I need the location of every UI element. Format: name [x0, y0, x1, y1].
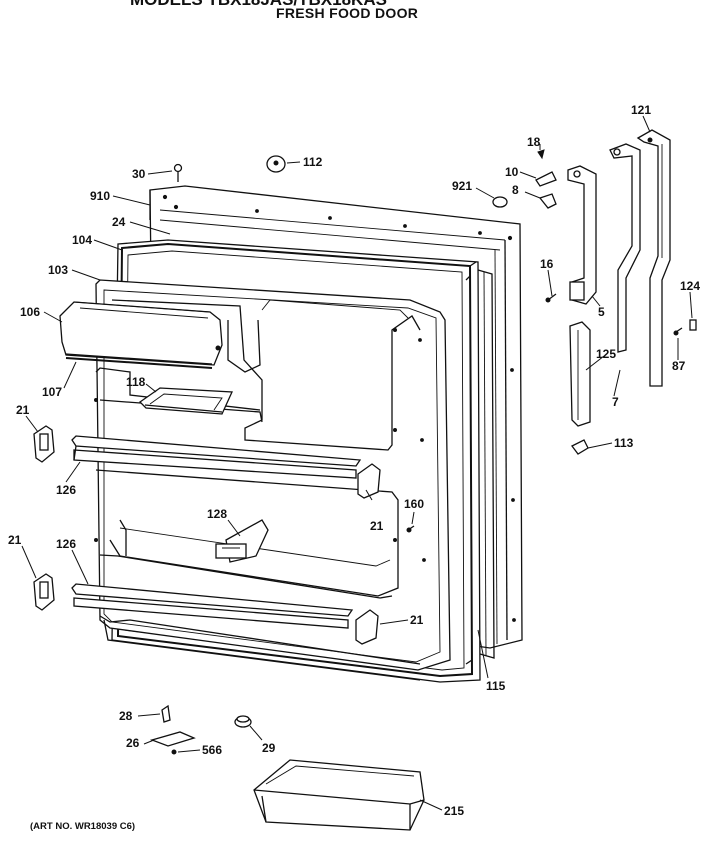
callout-106: 106 [20, 305, 40, 319]
callout-29: 29 [262, 741, 276, 755]
callout-5: 5 [598, 305, 605, 319]
stop-8 [538, 193, 557, 209]
cap-113 [571, 439, 589, 455]
callout-128: 128 [207, 507, 227, 521]
shelf-end-cap-right-lower [355, 609, 379, 645]
cap-921 [492, 196, 508, 208]
inner-door-liner [94, 279, 451, 681]
callout-125: 125 [596, 347, 616, 361]
callout-24: 24 [112, 215, 126, 229]
door-handle [636, 129, 671, 387]
callout-124: 124 [680, 279, 700, 293]
callout-113: 113 [614, 436, 634, 450]
callout-126-upper: 126 [56, 483, 76, 497]
plug-112 [266, 155, 286, 173]
spacer-10 [535, 171, 557, 187]
callout-104: 104 [72, 233, 92, 247]
dairy-door [59, 301, 223, 369]
screw-16 [545, 293, 557, 303]
lower-shelf-bar [71, 583, 354, 629]
callout-18: 18 [527, 135, 541, 149]
shelf-end-cap-right-upper [357, 463, 381, 499]
callout-921: 921 [452, 179, 472, 193]
callout-26: 26 [126, 736, 140, 750]
callout-10: 10 [505, 165, 519, 179]
callout-labels: 30 112 910 24 104 103 106 107 118 21 126… [8, 103, 700, 818]
leader-lines [21, 115, 693, 811]
callout-21-right-lower: 21 [410, 613, 424, 627]
callout-118: 118 [126, 375, 146, 389]
butter-tray [138, 387, 233, 415]
callout-103: 103 [48, 263, 68, 277]
screw-160 [406, 525, 415, 533]
screw-87 [673, 327, 683, 336]
callout-21-left-upper: 21 [16, 403, 30, 417]
callout-126-lower: 126 [56, 537, 76, 551]
callout-21-right-upper: 21 [370, 519, 384, 533]
callout-30: 30 [132, 167, 146, 181]
art-number: (ART NO. WR18039 C6) [30, 821, 136, 832]
screw-18 [537, 149, 545, 160]
hinge-strap [609, 143, 641, 353]
hinge-bracket [567, 165, 597, 305]
callout-112: 112 [303, 155, 323, 169]
callout-160: 160 [404, 497, 424, 511]
callout-28: 28 [119, 709, 133, 723]
callout-7: 7 [612, 395, 619, 409]
callout-16: 16 [540, 257, 554, 271]
screw-30 [173, 163, 183, 182]
callout-21-left-lower: 21 [8, 533, 22, 547]
callout-566: 566 [202, 743, 222, 757]
door-bin [253, 759, 425, 831]
screw-566 [171, 749, 177, 755]
plate-26 [149, 731, 196, 747]
callout-215: 215 [444, 804, 464, 818]
plug-124 [689, 319, 697, 331]
section-title: FRESH FOOD DOOR [276, 5, 419, 21]
callout-115: 115 [486, 679, 506, 693]
callout-107: 107 [42, 385, 62, 399]
callout-121: 121 [631, 103, 651, 117]
upper-shelf-bar [71, 435, 362, 479]
breaker-strip [477, 269, 495, 659]
shelf-clip [215, 519, 269, 563]
callout-87: 87 [672, 359, 686, 373]
model-title: MODELS TBX18JAS/TBX18KAS [130, 0, 387, 10]
shelf-end-cap-left-lower [33, 573, 55, 611]
shelf-end-cap-left-upper [33, 425, 55, 463]
part-28 [161, 704, 171, 723]
callout-8: 8 [512, 183, 519, 197]
callout-910: 910 [90, 189, 110, 203]
cap-29 [234, 715, 252, 728]
handle-trim [569, 321, 591, 427]
